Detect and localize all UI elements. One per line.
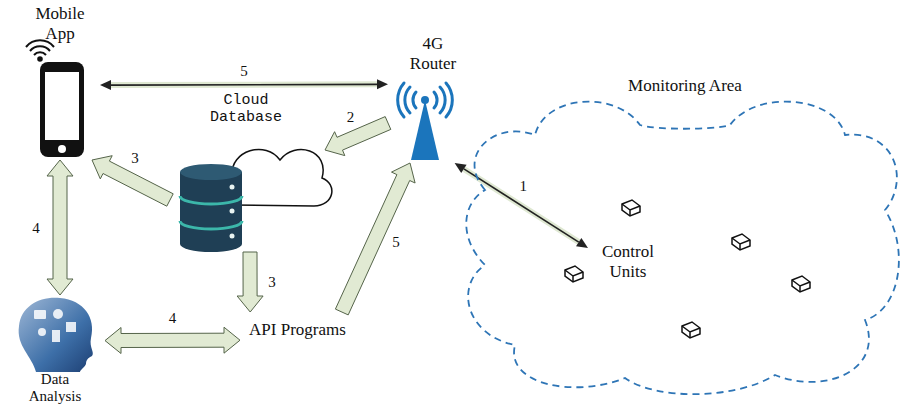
- node-label: Data Analysis: [17, 371, 93, 406]
- node-label: API Programs: [240, 320, 355, 340]
- node-label: 4G Router: [403, 34, 463, 73]
- app-node: Mobile App: [20, 4, 100, 160]
- block-arrow: [105, 327, 240, 353]
- monitoring-area: Monitoring AreaControl Units: [455, 60, 905, 400]
- router-node: 4G Router: [388, 34, 478, 163]
- callout-number: 1: [518, 178, 530, 193]
- phone-icon: [40, 62, 84, 157]
- api-node: API Programs: [240, 312, 357, 356]
- node-label: Mobile App: [30, 4, 90, 43]
- node-label: Control Units: [590, 242, 666, 281]
- database-node: Cloud Database: [170, 92, 325, 252]
- thin-arrow: [100, 79, 388, 90]
- node-label: Monitoring Area: [625, 76, 745, 96]
- node-label: Cloud Database: [198, 92, 294, 127]
- head-icon: [19, 298, 93, 372]
- block-arrow: [237, 252, 263, 312]
- block-arrow: [47, 160, 73, 295]
- control-unit-icons: [565, 200, 810, 338]
- block-arrow: [335, 163, 415, 315]
- callout-number: 5: [390, 234, 402, 249]
- callout-number: 3: [129, 151, 141, 166]
- callout-number: 4: [30, 220, 42, 235]
- callout-number: 5: [238, 63, 250, 78]
- thin-arrow: [455, 163, 588, 248]
- area-outline: [455, 60, 905, 400]
- callout-number: 3: [266, 275, 278, 290]
- router-icon: [398, 83, 453, 160]
- callout-number: 2: [345, 109, 357, 124]
- wifi-symbol: [26, 40, 54, 60]
- control-units-node: Control Units: [588, 238, 668, 288]
- callout-number: 4: [167, 311, 179, 326]
- block-arrow: [325, 117, 391, 156]
- database-icon: [180, 164, 242, 252]
- analysis-node: Data Analysis: [5, 295, 105, 406]
